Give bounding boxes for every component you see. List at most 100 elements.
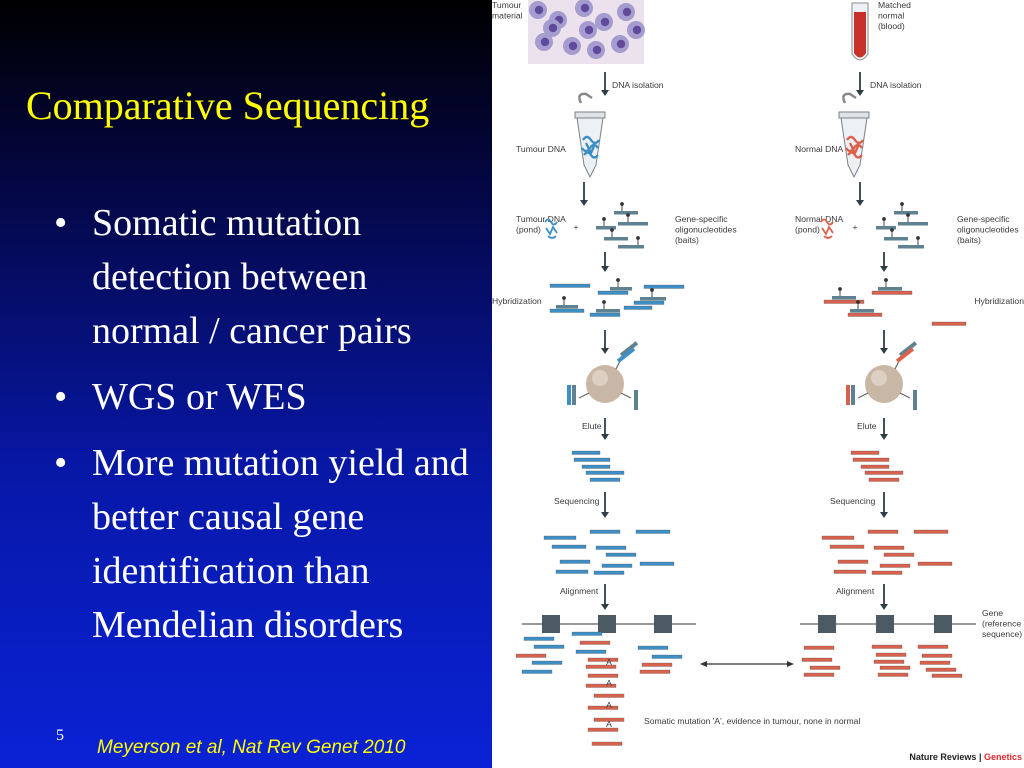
dna-fragment: [589, 312, 621, 317]
dna-fragment: [597, 290, 629, 295]
elute-label: Elute: [582, 421, 602, 431]
bait-fragment: [894, 211, 918, 215]
bait-fragment: [850, 309, 874, 313]
mutation-base: A: [606, 719, 612, 729]
bullet-text: Somatic mutation detection between norma…: [92, 202, 412, 352]
bait-fragment: [884, 237, 908, 241]
dna-fragment: [879, 665, 911, 670]
normal-dna-label: Normal DNA: [795, 144, 843, 154]
dna-fragment: [515, 653, 547, 658]
dna-fragment: [864, 470, 904, 475]
dna-fragment: [616, 347, 636, 363]
dna-fragment: [571, 631, 603, 636]
tumour-pond-label: Tumour DNA(pond): [516, 214, 566, 235]
plus-sign: +: [852, 222, 857, 232]
dna-fragment: [605, 552, 637, 557]
bait-fragment: [618, 245, 644, 249]
dna-fragment: [585, 683, 617, 688]
dna-fragment: [639, 669, 671, 674]
tumour-dna-label: Tumour DNA: [516, 144, 566, 154]
arrow-head: [880, 512, 888, 518]
bait-fragment: [556, 305, 578, 309]
dna-fragment: [575, 649, 607, 654]
arrow-head: [601, 512, 609, 518]
dna-fragment: [873, 659, 905, 664]
dna-fragment: [917, 561, 953, 566]
dna-fragment: [601, 563, 633, 568]
bait-fragment: [572, 385, 576, 405]
dna-fragment: [833, 569, 867, 574]
text-panel: Comparative Sequencing • Somatic mutatio…: [0, 0, 492, 768]
dna-fragment: [873, 545, 905, 550]
arrow-head: [880, 604, 888, 610]
bait-fragment: [618, 222, 648, 226]
dna-fragment: [633, 300, 665, 305]
dna-fragment: [573, 457, 611, 462]
citation: Meyerson et al, Nat Rev Genet 2010: [97, 737, 406, 758]
arrow-head: [856, 200, 864, 206]
dna-fragment: [559, 559, 591, 564]
dna-fragment: [587, 705, 619, 710]
dna-fragment: [931, 321, 967, 326]
dna-fragment: [581, 464, 611, 469]
dna-fragment: [868, 477, 900, 482]
credit-section: Genetics: [983, 752, 1022, 762]
dna-fragment: [555, 569, 589, 574]
alignment-label: Alignment: [836, 586, 875, 596]
dna-fragment: [531, 660, 563, 665]
dna-fragment: [852, 457, 890, 462]
bait-biotin: [602, 217, 606, 221]
alignment-label: Alignment: [560, 586, 599, 596]
bait-biotin: [616, 278, 620, 282]
bait-fragment: [640, 297, 666, 301]
dna-fragment: [635, 529, 671, 534]
tumour-cell-nucleus: [568, 41, 578, 51]
dna-fragment: [639, 561, 675, 566]
dna-fragment: [917, 644, 949, 649]
exon-block: [598, 615, 616, 633]
mutation-base: A: [606, 657, 612, 667]
bullet-text: More mutation yield and better causal ge…: [92, 442, 469, 646]
dna-tangle: [845, 135, 864, 159]
dna-tangle: [581, 135, 600, 159]
tumour-cell-nucleus: [592, 45, 602, 55]
exon-block: [876, 615, 894, 633]
bait-fragment: [898, 245, 924, 249]
dna-fragment: [591, 741, 623, 746]
mutation-base: A: [606, 678, 612, 688]
somatic-mutation-note: Somatic mutation 'A', evidence in tumour…: [644, 716, 860, 726]
tumour-cell-nucleus: [622, 7, 632, 17]
linker: [899, 392, 911, 399]
dna-fragment: [801, 657, 833, 662]
dna-fragment: [567, 385, 571, 405]
arrow-head: [880, 266, 888, 272]
dna-fragment: [803, 672, 835, 677]
figure-credit: Nature Reviews | Genetics: [909, 752, 1022, 762]
bait-biotin: [884, 278, 888, 282]
exon-block: [542, 615, 560, 633]
exon-block: [818, 615, 836, 633]
bait-fragment: [596, 226, 616, 230]
bait-fragment: [878, 287, 902, 291]
bait-biotin: [856, 300, 860, 304]
dna-fragment: [595, 545, 627, 550]
dna-fragment: [921, 653, 953, 658]
dna-fragment: [846, 385, 850, 405]
dna-fragment: [549, 308, 585, 313]
dna-fragment: [803, 645, 835, 650]
tumour-cell-nucleus: [584, 25, 594, 35]
bait-biotin: [562, 296, 566, 300]
bullet-dot: •: [54, 442, 68, 484]
bait-biotin: [650, 288, 654, 292]
dna-isolation-label: DNA isolation: [870, 80, 922, 90]
tube-cap: [842, 92, 857, 104]
dna-fragment: [593, 570, 625, 575]
bullet-item: • Somatic mutation detection between nor…: [54, 196, 484, 358]
arrow-head: [880, 348, 888, 354]
